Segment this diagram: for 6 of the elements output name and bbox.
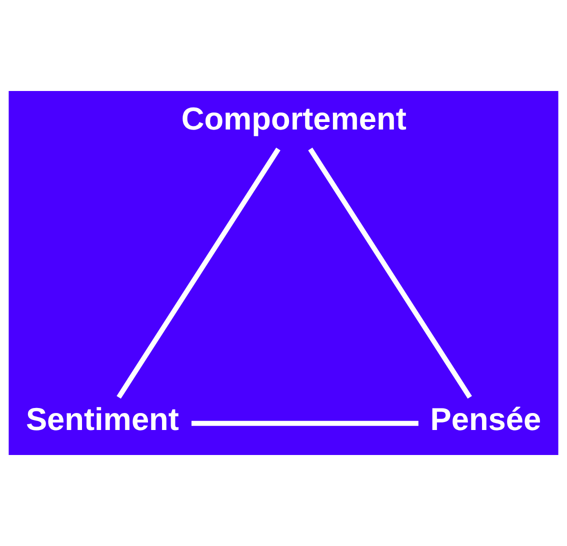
node-text: Sentiment <box>26 400 179 437</box>
node-text: Pensée <box>430 400 542 437</box>
connector <box>308 148 472 399</box>
connector <box>192 420 418 426</box>
connector <box>116 148 280 399</box>
node-text: Comportement <box>181 100 406 136</box>
